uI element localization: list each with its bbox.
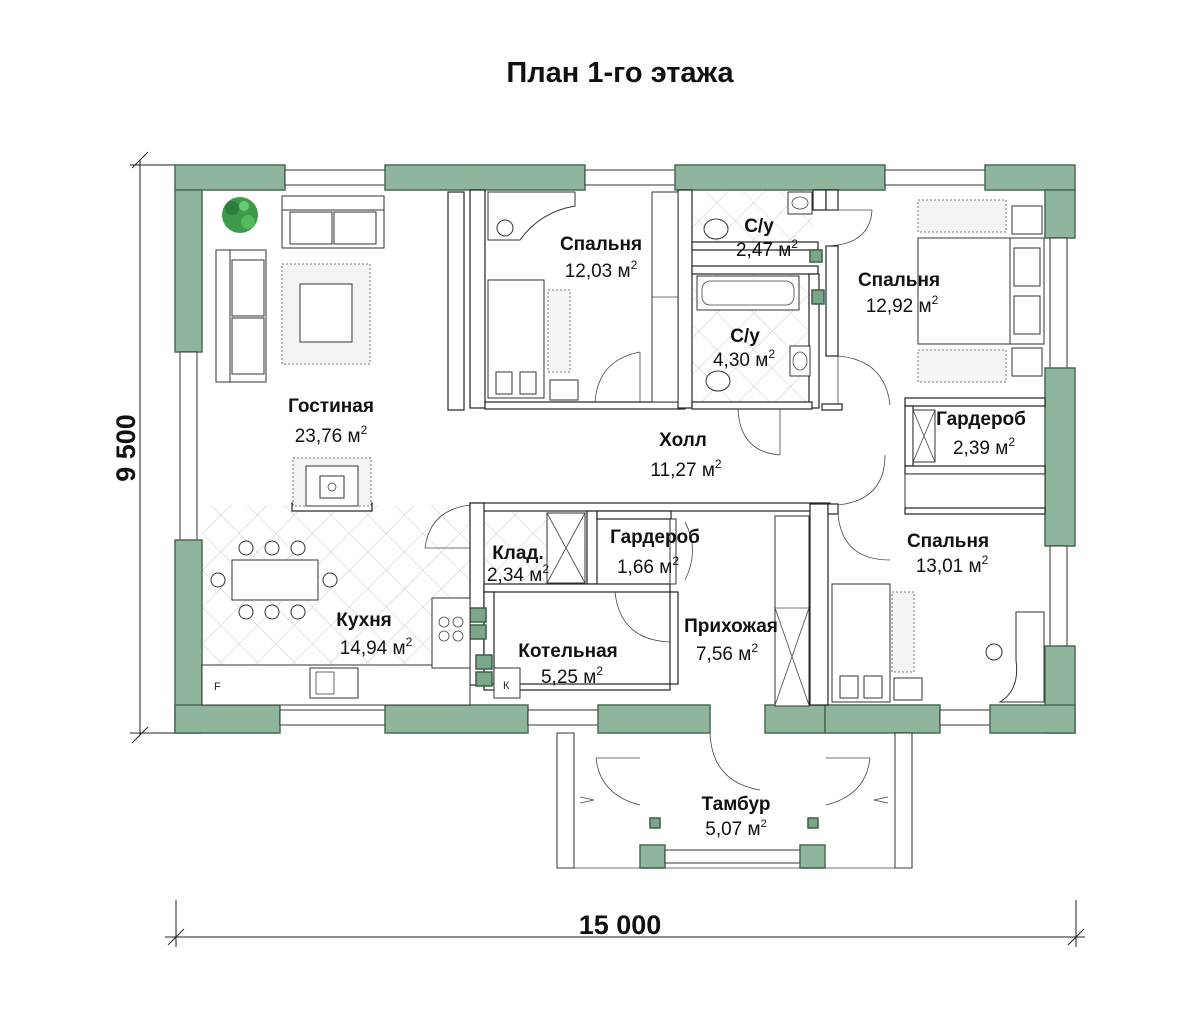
bedroom-3-furniture xyxy=(831,583,1045,703)
boiler: К xyxy=(493,667,521,699)
room-entry: Прихожая 7,56 м2 xyxy=(684,616,778,665)
room-name: Гардероб xyxy=(936,409,1026,430)
room-area: 11,27 м2 xyxy=(650,457,721,481)
room-name: Кухня xyxy=(336,610,392,631)
room-name: Холл xyxy=(659,430,707,451)
room-bedroom-1: Спальня 12,03 м2 xyxy=(560,234,642,282)
room-area: 2,47 м2 xyxy=(736,237,798,261)
room-area: 12,92 м2 xyxy=(866,293,939,317)
room-living: Гостиная 23,76 м2 xyxy=(288,396,374,447)
room-area: 14,94 м2 xyxy=(340,635,413,659)
room-name: Гардероб xyxy=(610,527,700,548)
room-area: 23,76 м2 xyxy=(295,423,368,447)
room-kitchen: Кухня 14,94 м2 xyxy=(336,610,412,659)
room-wardrobe-1: Гардероб 1,66 м2 xyxy=(610,527,700,578)
room-vestibule: Тамбур 5,07 м2 xyxy=(702,794,771,840)
room-bedroom-3: Спальня 13,01 м2 xyxy=(907,531,989,577)
room-bedroom-2: Спальня 12,92 м2 xyxy=(858,270,940,317)
room-name: Тамбур xyxy=(702,794,771,815)
room-area: 4,30 м2 xyxy=(713,347,775,371)
room-area: 7,56 м2 xyxy=(696,641,758,665)
room-area: 1,66 м2 xyxy=(617,554,679,578)
height-dimension: 9 500 xyxy=(111,151,175,744)
room-area: 13,01 м2 xyxy=(916,553,989,577)
room-name: С/у xyxy=(744,216,774,237)
room-area: 2,34 м2 xyxy=(487,562,549,586)
bedroom-2-furniture xyxy=(917,199,1045,383)
room-hall: Холл 11,27 м2 xyxy=(650,430,721,481)
room-boiler: Котельная 5,25 м2 xyxy=(518,641,617,688)
boiler-label: К xyxy=(503,680,510,692)
outer-walls xyxy=(174,164,1076,734)
kitchen-furniture: F xyxy=(201,540,471,706)
room-name: С/у xyxy=(730,326,760,347)
room-name: Спальня xyxy=(858,270,940,291)
room-name: Спальня xyxy=(560,234,642,255)
room-name: Спальня xyxy=(907,531,989,552)
room-name: Прихожая xyxy=(684,616,778,637)
width-dimension: 15 000 xyxy=(165,900,1085,947)
living-room-furniture xyxy=(215,195,385,507)
room-wardrobe-2: Гардероб 2,39 м2 xyxy=(936,409,1026,459)
room-storage: Клад. 2,34 м2 xyxy=(487,543,549,586)
fridge-label: F xyxy=(214,681,221,693)
room-name: Котельная xyxy=(518,641,617,662)
bathroom-fixtures xyxy=(696,191,813,392)
room-name: Клад. xyxy=(492,543,544,564)
vestibule-walls xyxy=(556,732,913,869)
room-area: 2,39 м2 xyxy=(953,435,1015,459)
width-dimension-label: 15 000 xyxy=(579,910,662,940)
room-area: 12,03 м2 xyxy=(565,258,638,282)
bedroom-1-furniture xyxy=(487,191,579,401)
plan-title: План 1-го этажа xyxy=(506,57,734,89)
room-area: 5,25 м2 xyxy=(541,664,603,688)
plant-icon xyxy=(222,197,258,233)
room-bathroom-1: С/у 2,47 м2 xyxy=(736,216,798,261)
room-name: Гостиная xyxy=(288,396,374,417)
doors xyxy=(424,209,891,643)
room-area: 5,07 м2 xyxy=(705,818,766,840)
height-dimension-label: 9 500 xyxy=(111,414,141,482)
room-bathroom-2: С/у 4,30 м2 xyxy=(713,326,775,371)
interior-walls xyxy=(291,189,1046,707)
